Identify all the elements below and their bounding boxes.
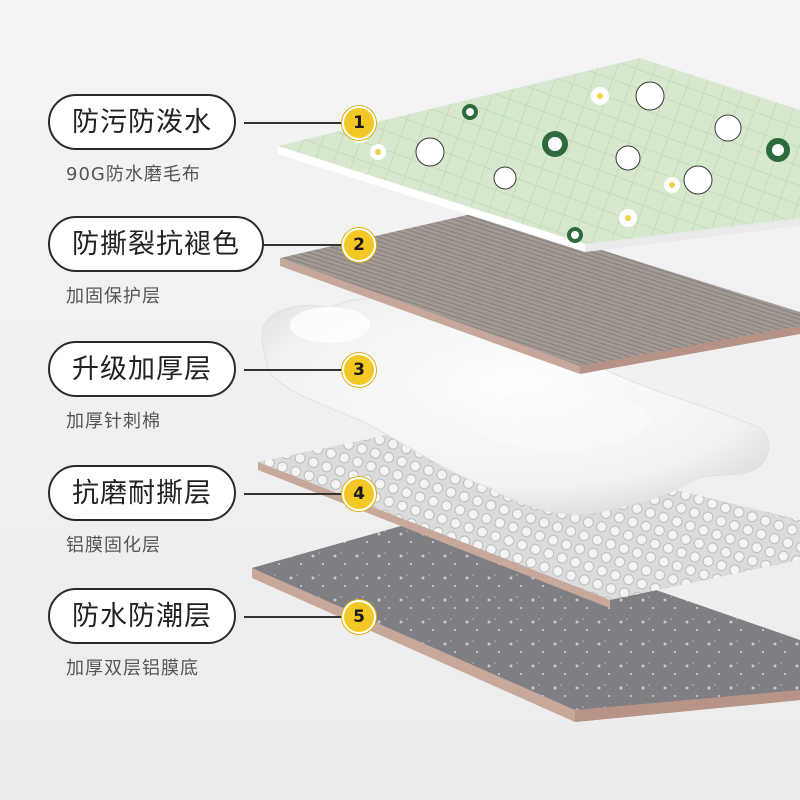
connector-3 <box>244 369 344 371</box>
badge-5: 5 <box>342 600 376 634</box>
layer-5-title: 防水防潮层 <box>48 588 236 644</box>
connector-2 <box>244 244 344 246</box>
layer-2-shape <box>280 212 800 374</box>
layer-2-label: 防撕裂抗褪色 加固保护层 <box>48 216 264 308</box>
layer-2-title: 防撕裂抗褪色 <box>48 216 264 272</box>
badge-2: 2 <box>342 228 376 262</box>
layer-5-label: 防水防潮层 加厚双层铝膜底 <box>48 588 236 680</box>
layer-3-title: 升级加厚层 <box>48 341 236 397</box>
layer-1-subtitle: 90G防水磨毛布 <box>66 164 201 185</box>
layer-4-subtitle: 铝膜固化层 <box>66 535 161 556</box>
badge-4: 4 <box>342 477 376 511</box>
connector-5 <box>244 616 344 618</box>
layer-4-title: 抗磨耐撕层 <box>48 465 236 521</box>
layer-1-title: 防污防泼水 <box>48 94 236 150</box>
connector-1 <box>244 122 344 124</box>
layer-3-subtitle: 加厚针刺棉 <box>66 411 161 432</box>
layer-1-shape <box>278 58 800 252</box>
layer-5-subtitle: 加厚双层铝膜底 <box>66 658 199 679</box>
layer-5-shape <box>252 515 800 722</box>
badge-1: 1 <box>342 106 376 140</box>
layer-3-label: 升级加厚层 加厚针刺棉 <box>48 341 236 433</box>
layer-1-label: 防污防泼水 90G防水磨毛布 <box>48 94 236 186</box>
badge-3: 3 <box>342 353 376 387</box>
layer-3-shape <box>261 298 770 515</box>
layer-2-subtitle: 加固保护层 <box>66 286 161 307</box>
connector-4 <box>244 493 344 495</box>
layer-4-label: 抗磨耐撕层 铝膜固化层 <box>48 465 236 557</box>
